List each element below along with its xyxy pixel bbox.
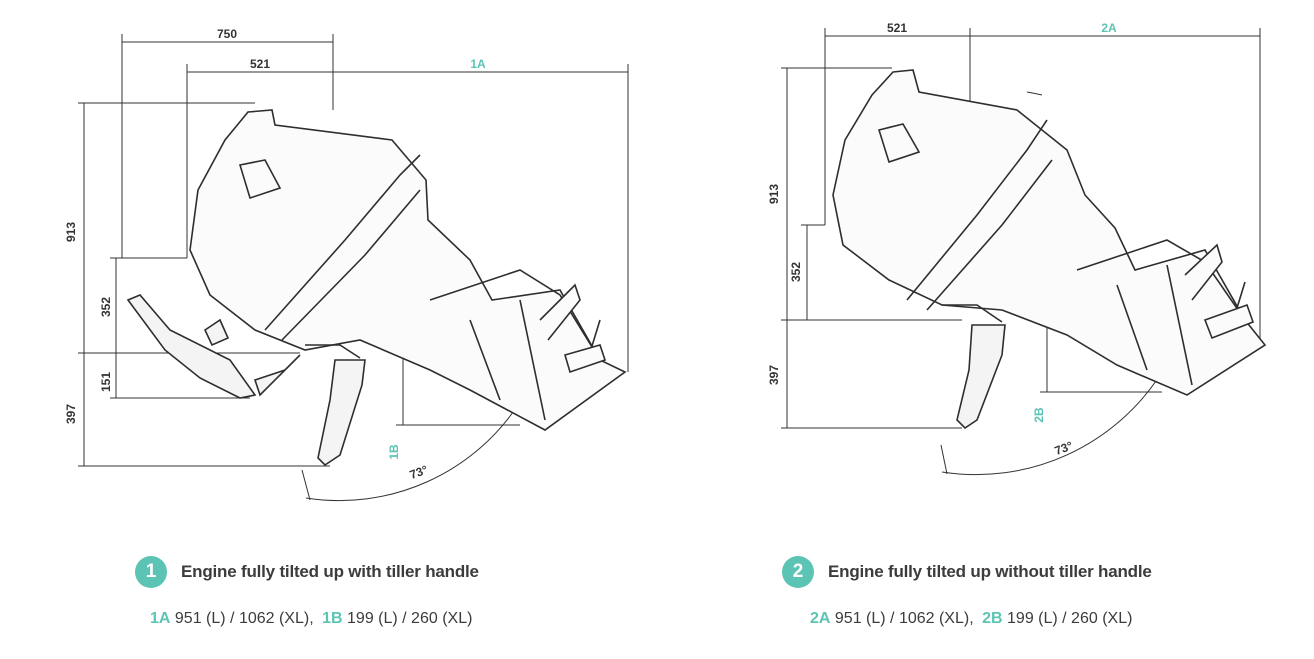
spec-value-1B: 199 (L) / 260 (XL) (347, 610, 473, 627)
stern-bracket (942, 304, 1006, 430)
dim-521-label: 521 (887, 21, 907, 35)
caption-number-badge: 1 (135, 556, 167, 588)
dim-397-label: 397 (767, 365, 781, 385)
dim-352-label: 352 (99, 297, 113, 317)
outboard-engine-outline (832, 69, 1267, 396)
dim-1B-label: 1B (387, 444, 401, 460)
engine-tilt-drawing-with-tiller: 750 521 1A 913 352 151 397 1B 73° (64, 27, 629, 502)
diagram-panel-with-tiller: 750 521 1A 913 352 151 397 1B 73° 1 Engi… (64, 27, 629, 628)
spec-value-2A: 951 (L) / 1062 (XL), (834, 610, 974, 627)
engine-tilt-drawing-without-tiller: 521 2A 913 352 397 2B 73° (767, 21, 1267, 476)
spec-code-2B: 2B (982, 610, 1003, 627)
tilt-angle-label: 73° (408, 462, 430, 481)
tiller-handle (126, 294, 301, 399)
dim-750-label: 750 (217, 27, 237, 41)
spec-line-with-tiller: 1A 951 (L) / 1062 (XL), 1B 199 (L) / 260… (150, 610, 472, 628)
spec-code-1B: 1B (322, 610, 343, 627)
caption-with-tiller: 1 Engine fully tilted up with tiller han… (135, 556, 479, 588)
caption-title: Engine fully tilted up with tiller handl… (181, 562, 479, 581)
spec-value-1A: 951 (L) / 1062 (XL), (174, 610, 314, 627)
dim-352-label: 352 (789, 262, 803, 282)
dim-2B-label: 2B (1032, 407, 1046, 423)
caption-without-tiller: 2 Engine fully tilted up without tiller … (782, 556, 1152, 588)
stern-bracket (305, 344, 366, 467)
spec-code-2A: 2A (810, 610, 831, 627)
dim-2A-label: 2A (1101, 21, 1117, 35)
spec-value-2B: 199 (L) / 260 (XL) (1007, 610, 1133, 627)
spec-code-1A: 1A (150, 610, 171, 627)
dim-913-label: 913 (767, 184, 781, 204)
dim-913-label: 913 (64, 222, 78, 242)
dim-151-label: 151 (99, 372, 113, 392)
caption-title: Engine fully tilted up without tiller ha… (828, 562, 1152, 581)
outboard-engine-outline (189, 109, 627, 431)
spec-line-without-tiller: 2A 951 (L) / 1062 (XL), 2B 199 (L) / 260… (810, 610, 1132, 628)
tilt-angle-label: 73° (1053, 438, 1075, 457)
caption-number-badge: 2 (782, 556, 814, 588)
dim-397-label: 397 (64, 404, 78, 424)
diagram-panel-without-tiller: 521 2A 913 352 397 2B 73° 2 Engine fully… (657, 0, 1314, 659)
dim-1A-label: 1A (470, 57, 486, 71)
dim-521-label: 521 (250, 57, 270, 71)
